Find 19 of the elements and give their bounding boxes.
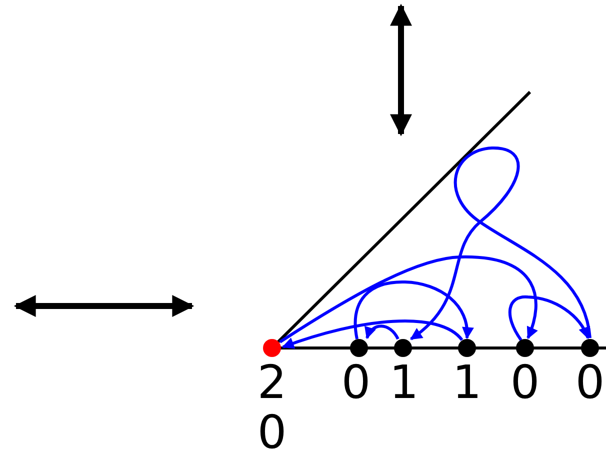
vertex-label: 0 bbox=[509, 357, 541, 407]
curved-arrow bbox=[279, 256, 538, 344]
curved-arrow bbox=[354, 280, 474, 340]
vertex-label: 0 bbox=[256, 407, 288, 457]
vertex-dot bbox=[350, 339, 368, 357]
vertex-dot bbox=[263, 339, 281, 357]
curved-arrow bbox=[282, 320, 464, 350]
vertex-label: 0 bbox=[574, 357, 606, 407]
vertex-dot bbox=[581, 339, 599, 357]
vertex-dot bbox=[516, 339, 534, 357]
vertex-label: 2 bbox=[256, 357, 288, 407]
curved-arrow bbox=[366, 324, 400, 340]
vertex-label: 1 bbox=[451, 357, 483, 407]
vertex-label: 0 bbox=[340, 357, 372, 407]
vertex-dot bbox=[394, 339, 412, 357]
curved-arrow bbox=[508, 295, 590, 341]
vertex-label: 1 bbox=[388, 357, 420, 407]
curved-arrow bbox=[410, 146, 592, 340]
vertex-dot bbox=[458, 339, 476, 357]
